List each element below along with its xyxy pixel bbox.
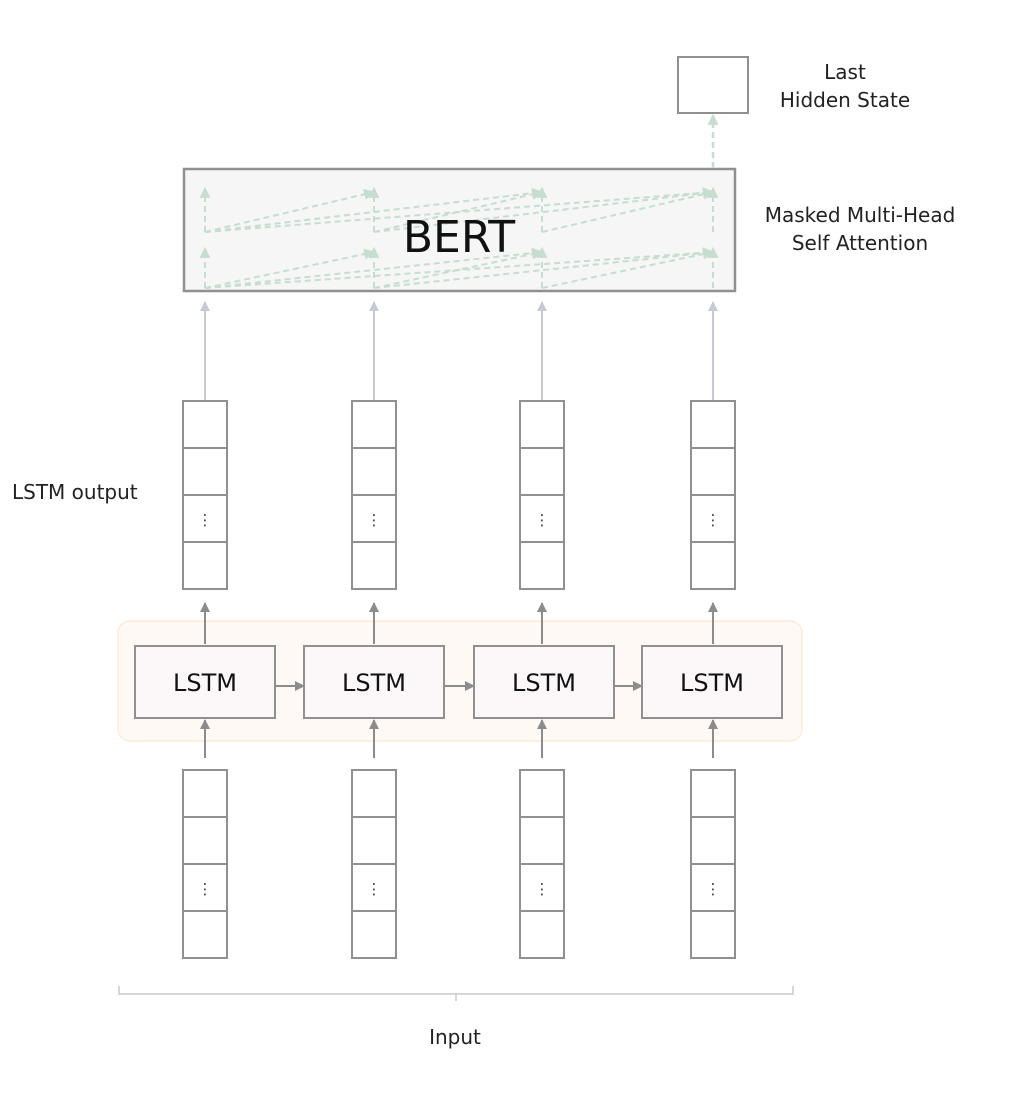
lstm-output-vector-cell bbox=[690, 541, 736, 590]
lstm-cell-3 bbox=[473, 645, 615, 719]
lstm-output-vector-cell bbox=[519, 541, 565, 590]
input-vector-ellipsis: ⋮ bbox=[198, 880, 213, 898]
masked-attention-arrow bbox=[204, 187, 715, 233]
last-hidden-state-line-2: Hidden State bbox=[779, 88, 911, 112]
input-vector-ellipsis: ⋮ bbox=[706, 880, 721, 898]
masked-attention-arrow bbox=[373, 188, 544, 233]
lstm-cell-label: LSTM bbox=[680, 669, 744, 697]
last-hidden-state-line-1: Last bbox=[824, 60, 866, 84]
lstm-cell-2 bbox=[303, 645, 445, 719]
input-vector-cell bbox=[182, 910, 228, 959]
lstm-layer-group bbox=[117, 620, 803, 742]
attention-label: Masked Multi-Head Self Attention bbox=[760, 201, 960, 257]
lstm-cell-label: LSTM bbox=[342, 669, 406, 697]
input-vector-cell bbox=[519, 910, 565, 959]
input-brace bbox=[118, 986, 794, 1001]
lstm-output-vector-ellipsis: ⋮ bbox=[706, 511, 721, 529]
last-hidden-state-label: Last Hidden State bbox=[760, 58, 930, 114]
input-vector-cell bbox=[351, 910, 397, 959]
lstm-output-vector-ellipsis: ⋮ bbox=[367, 511, 382, 529]
masked-attention-arrow bbox=[204, 247, 715, 289]
last-hidden-state-box bbox=[677, 56, 749, 114]
input-label: Input bbox=[429, 1025, 481, 1049]
lstm-cell-label: LSTM bbox=[512, 669, 576, 697]
masked-attention-arrow bbox=[204, 188, 376, 233]
input-vector-cell bbox=[690, 910, 736, 959]
lstm-output-vector-cell bbox=[182, 541, 228, 590]
lstm-cell-4 bbox=[641, 645, 783, 719]
lstm-cell-1 bbox=[134, 645, 276, 719]
masked-attention-arrow bbox=[204, 247, 544, 289]
input-vector-ellipsis: ⋮ bbox=[367, 880, 382, 898]
masked-attention-arrow bbox=[204, 248, 376, 289]
masked-attention-arrow bbox=[373, 247, 715, 289]
bert-label: BERT bbox=[403, 212, 515, 263]
input-vector-ellipsis: ⋮ bbox=[535, 880, 550, 898]
lstm-output-vector-ellipsis: ⋮ bbox=[535, 511, 550, 529]
lstm-output-label: LSTM output bbox=[12, 480, 138, 504]
masked-attention-arrow bbox=[204, 187, 544, 233]
masked-attention-arrow bbox=[541, 248, 715, 289]
lstm-cell-label: LSTM bbox=[173, 669, 237, 697]
attention-label-line-1: Masked Multi-Head bbox=[764, 203, 956, 227]
masked-attention-arrow bbox=[373, 187, 715, 233]
lstm-output-vector-ellipsis: ⋮ bbox=[198, 511, 213, 529]
attention-label-line-2: Self Attention bbox=[791, 231, 929, 255]
lstm-output-vector-cell bbox=[351, 541, 397, 590]
